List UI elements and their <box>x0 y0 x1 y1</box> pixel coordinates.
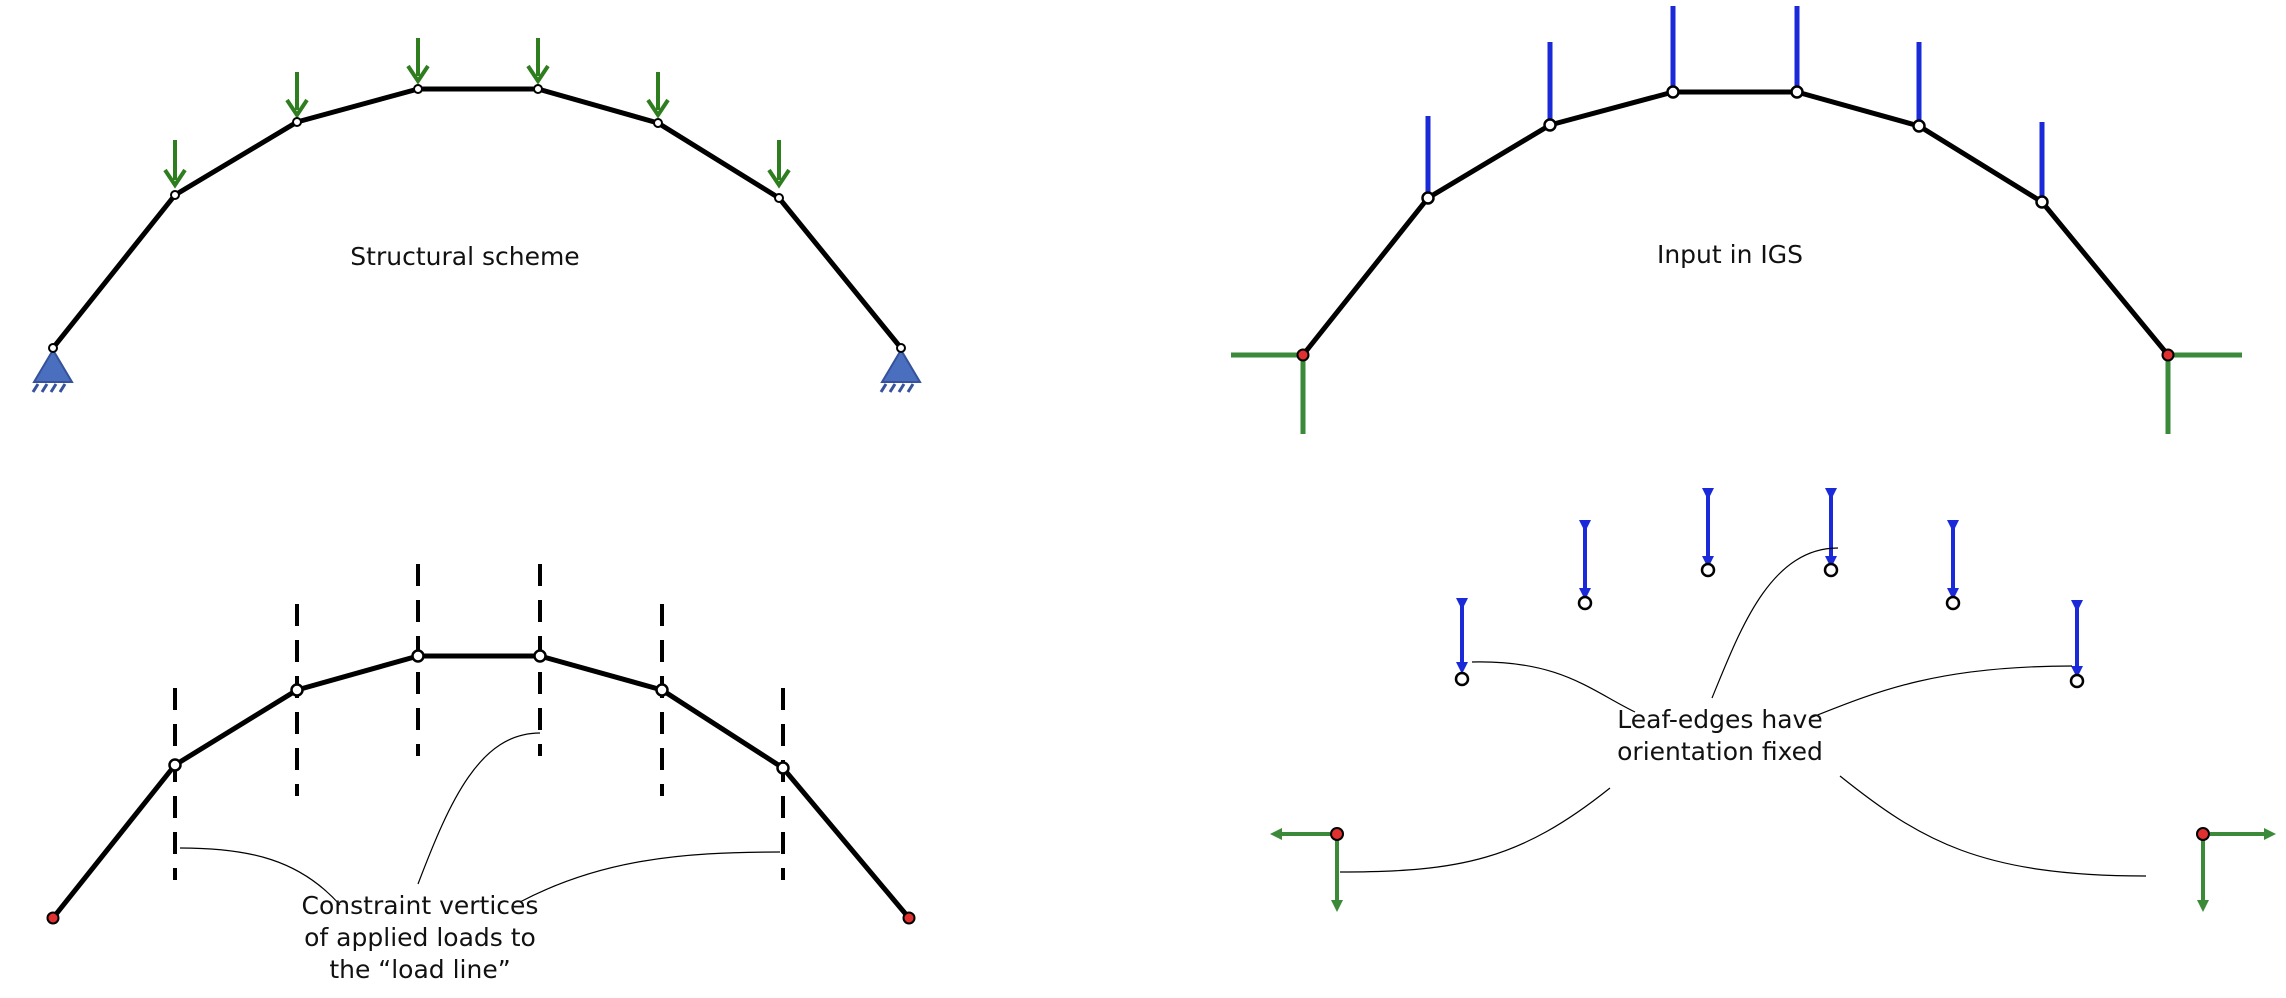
vertical-leaf-edges <box>1425 6 2045 202</box>
joint-node <box>1790 85 1804 99</box>
dashed-load-lines <box>173 564 785 880</box>
callout-leaders <box>179 732 781 906</box>
joint-node <box>292 117 302 127</box>
joint-node <box>533 84 543 94</box>
leaf-edges-caption-line-1: Leaf-edges have <box>1617 705 1823 734</box>
joint-node <box>1543 118 1557 132</box>
free-vertex <box>1823 562 1839 578</box>
leaf-edges-panel <box>1270 488 2276 912</box>
input-igs-panel <box>1231 6 2242 434</box>
free-vertex <box>1945 595 1961 611</box>
constraints-caption: Constraint vertices of applied loads to … <box>280 890 560 986</box>
joint-node <box>655 683 669 697</box>
joint-node <box>653 118 663 128</box>
support-vertex <box>2161 348 2175 362</box>
joint-node <box>2035 195 2049 209</box>
structural-scheme-panel <box>31 38 922 393</box>
leaf-edges-caption-line-2: orientation fixed <box>1617 737 1823 766</box>
joint-node <box>1912 119 1926 133</box>
free-vertex <box>1577 595 1593 611</box>
input-igs-caption: Input in IGS <box>1656 240 1804 269</box>
reaction-leaf-edges <box>1231 352 2242 434</box>
constraints-caption-line-3: the “load line” <box>329 955 511 984</box>
pinned-support-icon <box>31 343 74 393</box>
callout-leaders <box>1339 547 2147 877</box>
joint-node <box>168 758 182 772</box>
support-vertex <box>46 911 60 925</box>
joint-node <box>776 761 790 775</box>
vertical-double-arrows <box>1456 488 2083 678</box>
pinned-support-icon <box>879 343 922 393</box>
free-vertex <box>2069 673 2085 689</box>
free-vertex <box>1454 671 1470 687</box>
joint-node <box>411 649 425 663</box>
arch-members <box>1301 89 2170 357</box>
arch-members <box>51 86 903 350</box>
joint-node <box>290 683 304 697</box>
joint-node <box>1666 85 1680 99</box>
structural-scheme-caption: Structural scheme <box>350 242 580 271</box>
joint-node <box>774 193 784 203</box>
support-vertex <box>1296 348 1310 362</box>
free-vertex <box>1700 562 1716 578</box>
arch-members <box>51 653 911 920</box>
support-vertex <box>2196 827 2210 841</box>
joint-node <box>413 84 423 94</box>
support-vertex <box>1330 827 1344 841</box>
load-arrows <box>163 38 791 189</box>
joint-node <box>533 649 547 663</box>
constraints-panel <box>46 564 916 925</box>
reaction-arrows <box>1270 828 2276 912</box>
leaf-edges-caption: Leaf-edges have orientation fixed <box>1590 704 1850 768</box>
joint-node <box>170 190 180 200</box>
constraints-caption-line-2: of applied loads to <box>304 923 536 952</box>
constraints-caption-line-1: Constraint vertices <box>301 891 539 920</box>
joint-node <box>1421 191 1435 205</box>
support-vertex <box>902 911 916 925</box>
